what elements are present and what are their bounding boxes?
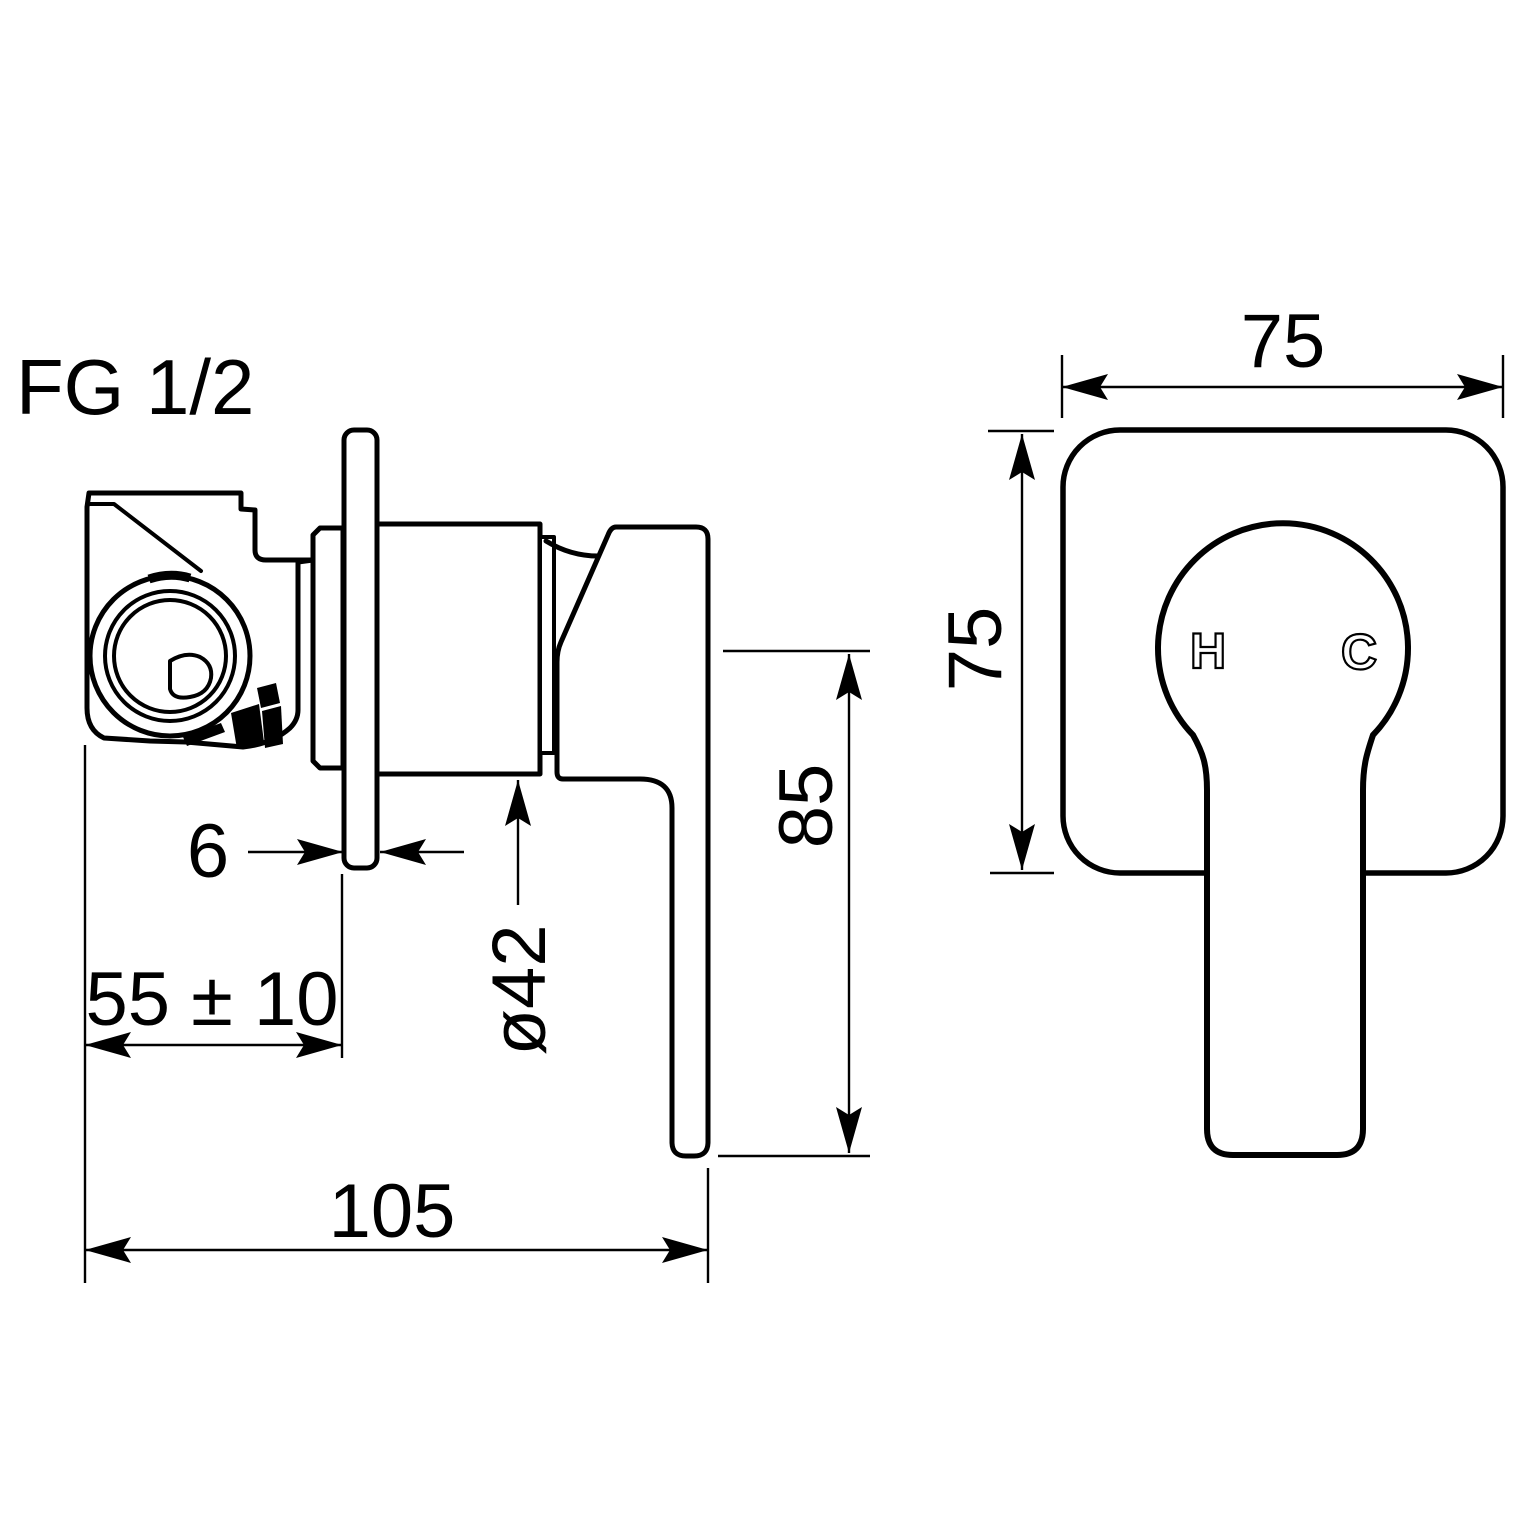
cartridge-stem bbox=[538, 535, 556, 755]
front-view-dimensions: 75 75 bbox=[933, 299, 1505, 875]
handle-side bbox=[554, 524, 711, 1159]
thread-marks bbox=[183, 683, 283, 749]
dim-diameter-label: ø42 bbox=[477, 925, 562, 1056]
thread-spec-label: FG 1/2 bbox=[16, 343, 254, 431]
port-outlet-shape bbox=[168, 652, 214, 700]
thread-mark bbox=[183, 723, 225, 746]
thread-mark bbox=[262, 706, 283, 748]
dim-plate-height-label: 75 bbox=[933, 607, 1018, 692]
dim-plate-width-label: 75 bbox=[1241, 299, 1326, 384]
valve-body-inner-step bbox=[88, 502, 203, 573]
dim-handle-length-label: 85 bbox=[764, 764, 849, 849]
body-flange bbox=[310, 525, 346, 771]
hot-indicator-label: H bbox=[1190, 623, 1226, 679]
dim-plate-thickness-label: 6 bbox=[187, 809, 229, 894]
dim-overall-depth-label: 105 bbox=[329, 1169, 456, 1254]
port-seal-arc bbox=[147, 570, 192, 584]
dim-rough-in-label: 55 ± 10 bbox=[85, 957, 338, 1042]
cold-indicator-label: C bbox=[1341, 624, 1377, 680]
handle-front bbox=[1155, 520, 1411, 1158]
front-view: H C 75 75 bbox=[933, 299, 1506, 1158]
wall-plate-side bbox=[341, 427, 380, 871]
side-view: 6 55 ± 10 ø42 85 105 bbox=[83, 427, 870, 1283]
cartridge-body bbox=[374, 521, 543, 777]
side-view-dimensions: 6 55 ± 10 ø42 85 105 bbox=[83, 649, 870, 1283]
thread-mark bbox=[257, 683, 280, 708]
thread-mark bbox=[231, 704, 264, 749]
supply-port-inner-circle bbox=[112, 598, 228, 714]
supply-port-middle-circle bbox=[103, 589, 237, 723]
